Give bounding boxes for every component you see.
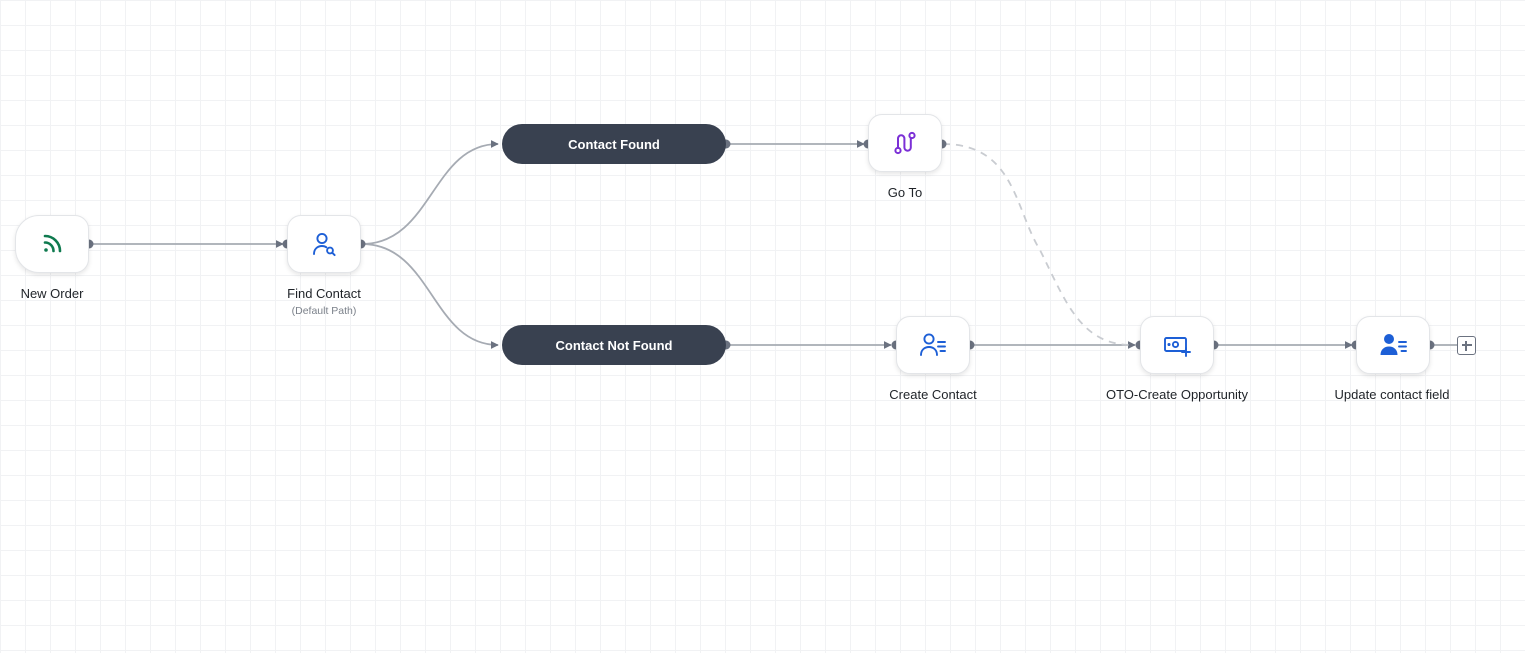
find-contact-node[interactable]	[287, 215, 361, 273]
branch-contact-not-found[interactable]: Contact Not Found	[502, 325, 726, 365]
find-contact-sublabel: (Default Path)	[291, 305, 357, 317]
find-contact-label: Find Contact	[287, 286, 361, 301]
go-to-label: Go To	[887, 185, 923, 200]
edge-find-contact-to-contact-not-found	[361, 243, 499, 349]
route-icon	[894, 131, 916, 155]
update-contact-field-label: Update contact field	[1334, 387, 1450, 402]
create-opportunity-label: OTO-Create Opportunity	[1105, 387, 1249, 402]
rss-icon	[43, 234, 62, 253]
create-contact-node[interactable]	[896, 316, 970, 374]
update-contact-field-node[interactable]	[1356, 316, 1430, 374]
create-contact-label: Create Contact	[889, 387, 977, 402]
new-order-node[interactable]	[15, 215, 89, 273]
user-search-icon	[313, 232, 336, 257]
add-step-button[interactable]	[1457, 336, 1476, 355]
create-opportunity-node[interactable]	[1140, 316, 1214, 374]
edge-find-contact-to-contact-found	[361, 140, 499, 245]
user-edit-icon	[1380, 334, 1407, 355]
go-to-node[interactable]	[868, 114, 942, 172]
edge-go-to-dashed-link	[942, 143, 1133, 346]
new-order-label: New Order	[20, 286, 84, 301]
user-list-icon	[920, 333, 946, 356]
branch-contact-found[interactable]: Contact Found	[502, 124, 726, 164]
money-plus-icon	[1164, 337, 1191, 357]
